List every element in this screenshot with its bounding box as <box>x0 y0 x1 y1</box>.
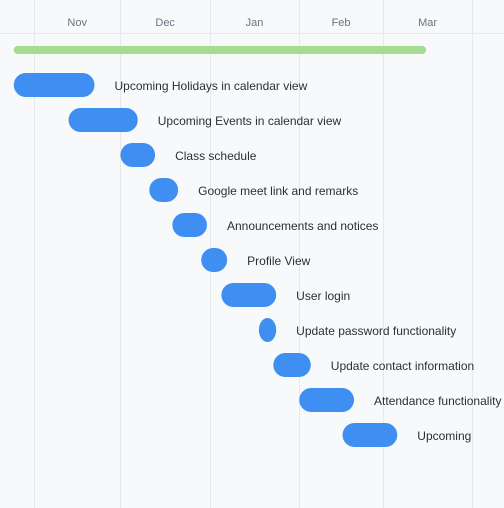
task-bar <box>201 248 228 272</box>
task-bar <box>299 388 355 412</box>
task-bar <box>120 143 156 167</box>
summary-layer <box>13 46 427 54</box>
task-label: User login <box>296 289 350 303</box>
task-label: Upcoming <box>417 429 471 443</box>
task-bar <box>221 283 277 307</box>
month-tick-label: Dec <box>155 17 175 29</box>
summary-bar <box>13 46 427 54</box>
task-label: Announcements and notices <box>227 219 378 233</box>
task-bar <box>273 353 311 377</box>
task-label: Upcoming Events in calendar view <box>158 114 342 128</box>
month-axis: Nov Dec Jan Feb Mar <box>67 17 437 29</box>
month-tick-label: Nov <box>67 17 87 29</box>
task-bar <box>172 213 207 237</box>
task-label: Attendance functionality <box>374 394 501 408</box>
task-bar <box>342 423 398 447</box>
task-label: Google meet link and remarks <box>198 184 358 198</box>
task-bar <box>149 178 179 202</box>
month-tick-label: Feb <box>332 17 351 29</box>
task-label: Update password functionality <box>296 324 456 338</box>
task-bar <box>13 73 95 97</box>
month-tick-label: Mar <box>418 17 437 29</box>
task-label: Profile View <box>247 254 310 268</box>
task-layer: Upcoming Holidays in calendar viewUpcomi… <box>13 73 501 447</box>
task-bar <box>68 108 138 132</box>
month-tick-label: Jan <box>246 17 264 29</box>
task-bar <box>258 318 277 342</box>
task-label: Upcoming Holidays in calendar view <box>115 79 308 93</box>
task-label: Class schedule <box>175 149 257 163</box>
task-label: Update contact information <box>331 359 474 373</box>
